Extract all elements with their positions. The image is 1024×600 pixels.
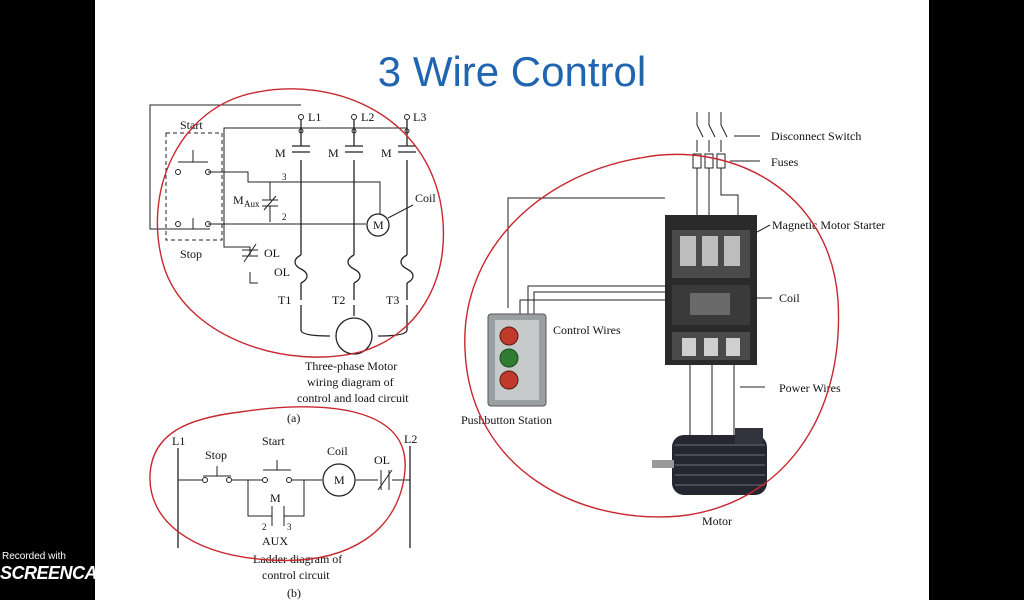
svg-text:Coil: Coil — [779, 291, 800, 305]
svg-text:Start: Start — [262, 434, 285, 448]
svg-text:Fuses: Fuses — [771, 155, 799, 169]
recorded-with-text: Recorded with — [2, 551, 66, 562]
ol-contact-a: OL — [242, 243, 280, 263]
pushbutton-box — [165, 132, 223, 241]
svg-text:M: M — [334, 473, 345, 487]
terminal-t1: T1 — [278, 293, 291, 307]
label-l1: L1 — [308, 110, 321, 124]
fuses: Fuses — [692, 153, 799, 169]
diagram-c-physical-wiring: Disconnect Switch Fuses — [461, 112, 885, 528]
svg-text:Stop: Stop — [205, 448, 227, 462]
svg-text:OL: OL — [264, 246, 280, 260]
terminal-t2: T2 — [332, 293, 345, 307]
coil-c: Coil — [752, 291, 800, 305]
svg-text:3: 3 — [287, 522, 292, 532]
coil-a: M Coil — [294, 181, 436, 237]
caption-a-2: wiring diagram of — [307, 375, 394, 389]
diagram-a-three-phase-wiring: L1 L2 L3 M M M OL — [149, 104, 436, 425]
svg-text:M: M — [381, 146, 392, 160]
label-l2: L2 — [361, 110, 374, 124]
caption-b-1: Ladder diagram of — [253, 552, 342, 566]
annotation-circle-a — [156, 88, 445, 358]
svg-text:L2: L2 — [404, 432, 417, 446]
svg-text:M: M — [270, 491, 281, 505]
svg-text:Motor: Motor — [702, 514, 732, 528]
svg-text:L1: L1 — [172, 434, 185, 448]
overload-heaters: OL — [274, 254, 414, 284]
label-l3: L3 — [413, 110, 426, 124]
svg-text:Magnetic Motor Starter: Magnetic Motor Starter — [772, 218, 885, 232]
slide-canvas — [95, 0, 929, 600]
svg-text:M: M — [328, 146, 339, 160]
power-wires-label: Power Wires — [779, 381, 841, 395]
terminal-l1 — [298, 114, 304, 120]
pushbutton-station: Pushbutton Station — [461, 313, 552, 427]
magnetic-motor-starter: Magnetic Motor Starter — [665, 215, 885, 365]
caption-a-3: control and load circuit — [297, 391, 409, 405]
stop-button-a: Stop — [175, 218, 294, 261]
slide-title: 3 Wire Control — [377, 48, 647, 95]
svg-text:AUX: AUX — [262, 534, 288, 548]
motor-photo: Motor — [652, 428, 767, 528]
svg-text:3: 3 — [282, 172, 287, 182]
caption-b-2: control circuit — [262, 568, 330, 582]
svg-text:2: 2 — [282, 212, 287, 222]
svg-text:Disconnect Switch: Disconnect Switch — [771, 129, 861, 143]
terminal-t3: T3 — [386, 293, 399, 307]
logo-o-icon — [121, 562, 142, 583]
svg-text:Pushbutton Station: Pushbutton Station — [461, 413, 552, 427]
red-annotations — [149, 88, 840, 562]
svg-text:2: 2 — [262, 522, 267, 532]
motor-symbol-a — [335, 317, 373, 355]
start-button-b: Start — [262, 434, 292, 483]
aux-contact: M Aux 3 2 — [233, 172, 287, 222]
coil-b: M Coil — [322, 444, 356, 497]
caption-a-1: Three-phase Motor — [305, 359, 397, 373]
main-contacts: M M M — [275, 145, 416, 160]
svg-text:OL: OL — [374, 453, 390, 467]
aux-contact-b: M 2 3 AUX — [247, 480, 305, 548]
control-wires-label: Control Wires — [553, 323, 621, 337]
svg-text:M: M — [373, 218, 384, 232]
figure-label-a: (a) — [287, 411, 300, 425]
terminal-l3 — [404, 114, 410, 120]
figure-label-b: (b) — [287, 586, 301, 600]
svg-text:Coil: Coil — [415, 191, 436, 205]
start-button-a: Start — [175, 118, 294, 183]
svg-text:Aux: Aux — [244, 199, 260, 209]
svg-text:Coil: Coil — [327, 444, 348, 458]
ol-heater-label: OL — [274, 265, 290, 279]
diagram-b-ladder: L1 L2 Stop Start M Coil OL — [172, 432, 417, 600]
disconnect-switch: Disconnect Switch — [696, 112, 861, 152]
stop-button-b: Stop — [202, 448, 232, 483]
svg-text:M: M — [275, 146, 286, 160]
annotation-circle-b — [149, 406, 406, 562]
svg-text:M: M — [233, 193, 244, 207]
ol-contact-b: OL — [374, 453, 393, 491]
terminal-l2 — [351, 114, 357, 120]
svg-text:Stop: Stop — [180, 247, 202, 261]
annotation-circle-c — [464, 153, 840, 518]
